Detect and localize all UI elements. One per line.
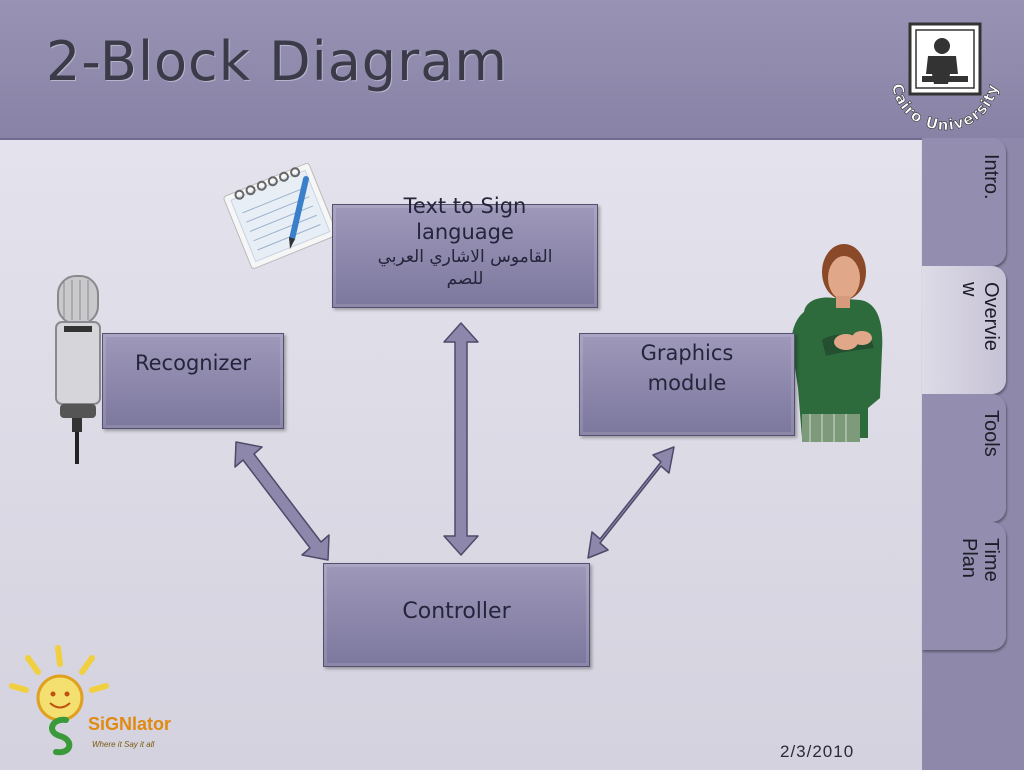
controller-block: Controller bbox=[323, 563, 590, 667]
tab-overview-label: Overvie w bbox=[958, 282, 1002, 351]
slide-date: 2/3/2010 bbox=[780, 742, 855, 761]
tab-tools[interactable]: Tools bbox=[922, 394, 1006, 522]
graphics-label-line1: Graphics bbox=[640, 341, 734, 365]
brand-tagline: Where it Say it all bbox=[92, 740, 155, 749]
slide-title: 2-Block Diagram bbox=[46, 30, 508, 93]
tab-time-plan[interactable]: Time Plan bbox=[922, 522, 1006, 650]
text-to-sign-title-line1: Text to Sign bbox=[403, 194, 527, 218]
microphone-icon bbox=[55, 275, 101, 464]
graphics-label-line2: module bbox=[647, 371, 727, 395]
text-to-sign-arabic-line2: للصم bbox=[446, 269, 484, 289]
recognizer-block: Recognizer bbox=[102, 333, 284, 429]
cairo-university-logo: Cairo University bbox=[888, 22, 1001, 134]
sun-logo-icon bbox=[9, 645, 109, 756]
slide-header: 2-Block Diagram Cairo University bbox=[0, 0, 1024, 138]
tab-intro-label: Intro. bbox=[980, 154, 1002, 200]
graphics-module-block: Graphics module bbox=[579, 333, 795, 436]
notepad-icon bbox=[223, 162, 338, 269]
recognizer-label: Recognizer bbox=[134, 351, 251, 375]
tab-time-plan-label: Time Plan bbox=[958, 538, 1002, 582]
text-to-sign-title-line2: language bbox=[416, 220, 514, 244]
tab-overview[interactable]: Overvie w bbox=[922, 266, 1006, 394]
text-to-sign-block: Text to Sign language القاموس الاشاري ال… bbox=[332, 194, 598, 308]
tab-intro[interactable]: Intro. bbox=[922, 138, 1006, 266]
avatar-figure bbox=[791, 244, 883, 442]
controller-label: Controller bbox=[402, 599, 511, 624]
brand-name: SiGNlator bbox=[88, 714, 172, 734]
tab-tools-label: Tools bbox=[980, 410, 1002, 457]
text-to-sign-arabic-line1: القاموس الاشاري العربي bbox=[377, 247, 553, 267]
